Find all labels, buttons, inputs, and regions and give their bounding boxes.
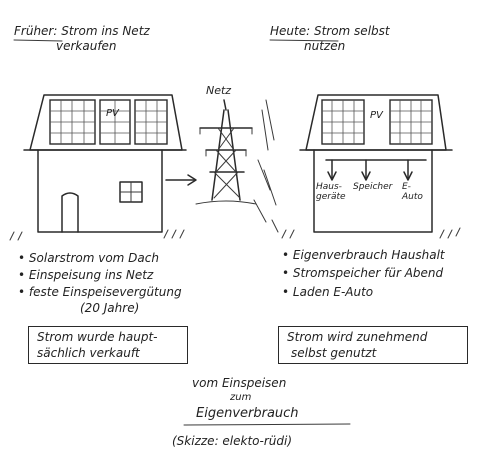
right-heading-line2: nutzen bbox=[304, 39, 346, 53]
right-house bbox=[299, 94, 453, 233]
right-heading: Heute: Strom selbst nutzen bbox=[270, 24, 390, 54]
left-bullet-3-cont: (20 Jahre) bbox=[80, 301, 140, 315]
left-bullet-1: • Solarstrom vom Dach bbox=[18, 251, 159, 265]
footer-credit: (Skizze: elekto-rüdi) bbox=[172, 434, 293, 448]
right-bullet-3: • Laden E-Auto bbox=[282, 285, 374, 299]
left-house bbox=[23, 94, 187, 233]
left-pv-label: PV bbox=[106, 108, 119, 119]
device-household: Haus- geräte bbox=[316, 182, 346, 203]
device-ev: E- Auto bbox=[402, 182, 423, 203]
left-box-line2: sächlich verkauft bbox=[37, 346, 140, 360]
right-heading-line1: Heute: Strom selbst bbox=[270, 24, 390, 38]
feed-in-arrowhead bbox=[187, 174, 197, 186]
device-ev-line1: E- bbox=[402, 182, 411, 192]
grid-label: Netz bbox=[206, 84, 232, 97]
left-heading-underline bbox=[13, 39, 63, 42]
right-pv-label: PV bbox=[370, 110, 383, 121]
grid-pylon bbox=[195, 99, 257, 205]
right-bullet-2: • Stromspeicher für Abend bbox=[282, 266, 444, 280]
device-ev-line2: Auto bbox=[402, 192, 423, 203]
left-box-line1: Strom wurde haupt- bbox=[37, 330, 158, 344]
left-bullet-3: • feste Einspeisevergütung bbox=[18, 285, 182, 299]
right-box-line2: selbst genutzt bbox=[291, 346, 377, 360]
left-bullet-2: • Einspeisung ins Netz bbox=[18, 268, 154, 282]
left-heading-line1: Früher: Strom ins Netz bbox=[14, 24, 150, 38]
right-heading-underline bbox=[269, 39, 339, 42]
left-house-door bbox=[61, 192, 79, 233]
left-summary-box: Strom wurde haupt- sächlich verkauft bbox=[28, 326, 188, 364]
right-summary-box: Strom wird zunehmend selbst genutzt bbox=[278, 326, 468, 364]
left-heading-line2: verkaufen bbox=[56, 39, 117, 53]
device-storage: Speicher bbox=[353, 182, 393, 192]
footer-underline bbox=[183, 423, 351, 426]
footer-line2: zum bbox=[230, 392, 252, 403]
grass-right bbox=[281, 227, 461, 239]
grass-left bbox=[9, 229, 185, 241]
right-bullet-1: • Eigenverbrauch Haushalt bbox=[282, 248, 445, 262]
footer-line3: Eigenverbrauch bbox=[196, 406, 299, 421]
left-heading: Früher: Strom ins Netz verkaufen bbox=[14, 24, 150, 54]
flow-scribble bbox=[253, 99, 279, 233]
right-box-line1: Strom wird zunehmend bbox=[287, 330, 428, 344]
device-household-line2: geräte bbox=[316, 192, 346, 203]
footer-line1: vom Einspeisen bbox=[192, 376, 287, 390]
device-household-line1: Haus- bbox=[316, 182, 342, 192]
